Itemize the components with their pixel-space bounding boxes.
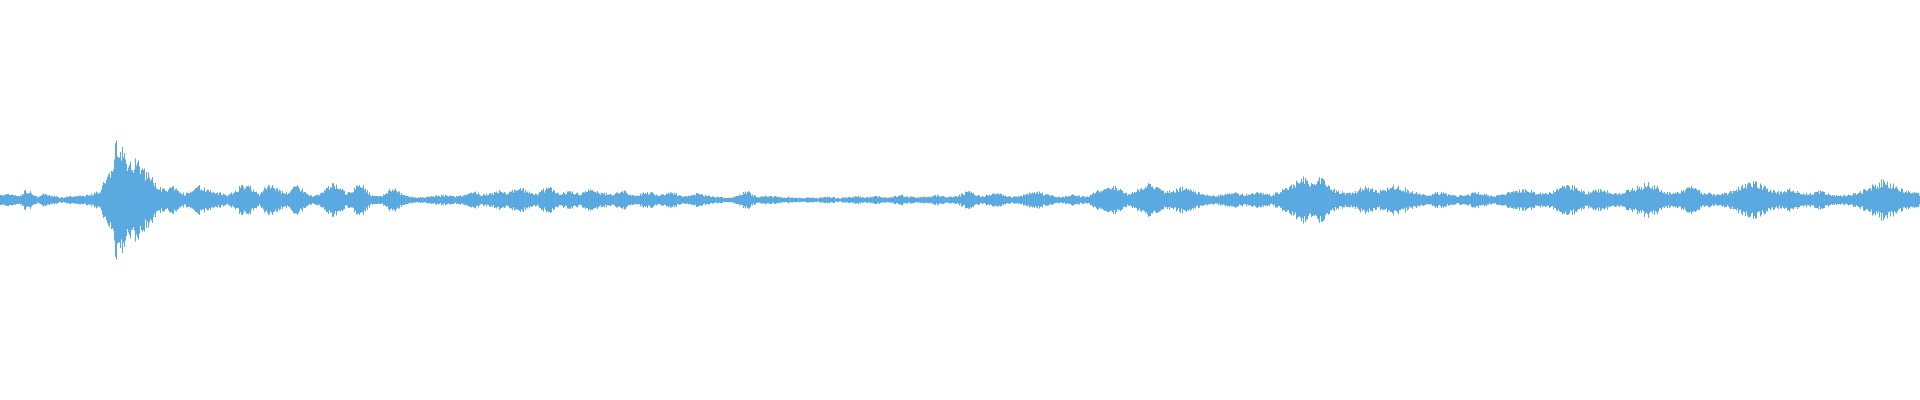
waveform-canvas [0,140,1920,260]
audio-waveform [0,140,1920,260]
